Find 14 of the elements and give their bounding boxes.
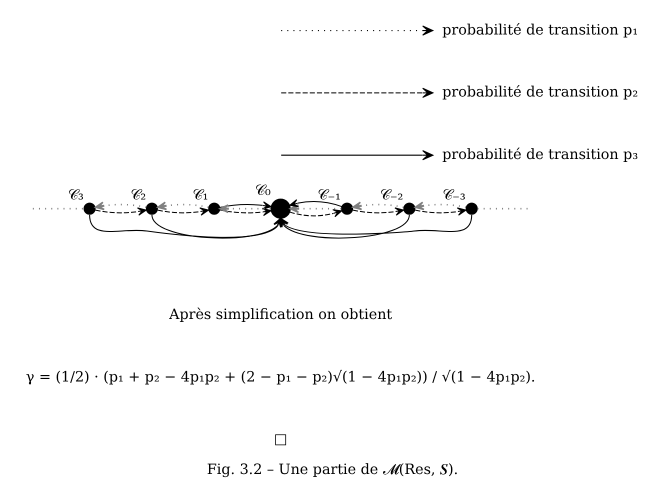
node-label: 𝒞₋₂ [379,187,403,204]
node-label: 𝒞₂ [130,187,146,204]
label: □ [273,432,287,448]
legend-label: probabilité de transition p₁ [442,22,638,38]
legend-label: probabilité de transition p₃ [442,146,638,163]
legend-label: probabilité de transition p₂ [442,84,638,101]
node-label: 𝒞₁ [192,187,208,204]
label: Après simplification on obtient [168,307,392,324]
label: γ = (1/2) · (p₁ + p₂ − 4p₁p₂ + (2 − p₁ − p₂)√(1 − 4p₁p₂)) / √(1 − 4p₁p₂). [25,369,535,386]
node-label: 𝒞₀ [254,183,270,200]
node-label: 𝒞₃ [68,187,84,204]
caption: Fig. 3.2 – Une partie de 𝓜(Res, 𝑺). [206,462,458,478]
node-label: 𝒞₋₃ [442,187,466,204]
node-label: 𝒞₋₁ [317,187,340,204]
